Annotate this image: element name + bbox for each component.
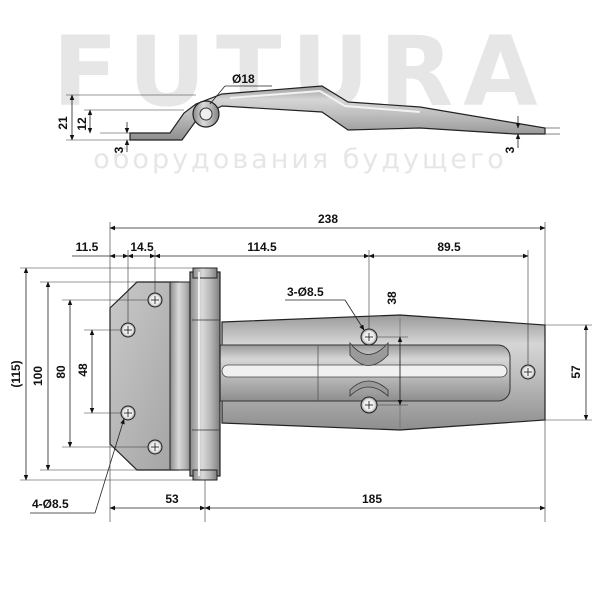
strap-hole-offset-label: 114.5 (247, 240, 277, 254)
flap-inner-holes-pitch-label: 48 (76, 363, 90, 377)
pin-diameter-label: Ø18 (232, 72, 255, 86)
strap-length-label: 185 (362, 492, 382, 506)
flap-overall-height-label: (115) (9, 360, 23, 387)
total-height-label: 21 (56, 116, 70, 130)
flap-hole-offset-label: 11.5 (76, 240, 99, 254)
watermark-tagline: оборудования будущего (93, 144, 507, 175)
strap-end-hole-offset-label: 89.5 (437, 240, 461, 254)
overall-length-label: 238 (318, 212, 338, 226)
side-view-pin (199, 107, 213, 121)
right-thickness-label: 3 (503, 146, 517, 153)
flap-length-label: 53 (165, 492, 179, 506)
flap-leaf (109, 281, 179, 471)
hinge-knuckle (189, 271, 221, 477)
plan-view: 238 11.5 14.5 114.5 89.5 3-Ø8.5 38 57 (9, 212, 592, 522)
strap-width-label: 57 (569, 365, 583, 379)
strap-slot (221, 364, 508, 378)
flap-outer-holes-pitch-label: 80 (54, 365, 68, 379)
strap-holes-pitch-label: 38 (385, 291, 399, 305)
left-thickness-label: 3 (112, 146, 126, 153)
flap-height-label: 100 (31, 366, 45, 386)
side-view: Ø18 21 12 3 3 (56, 72, 560, 153)
strap-holes-callout-label: 3-Ø8.5 (287, 285, 324, 299)
flap-hole-pitch-label: 14.5 (130, 240, 154, 254)
flap-holes-callout-label: 4-Ø8.5 (32, 497, 69, 511)
offset-height-label: 12 (75, 117, 89, 131)
